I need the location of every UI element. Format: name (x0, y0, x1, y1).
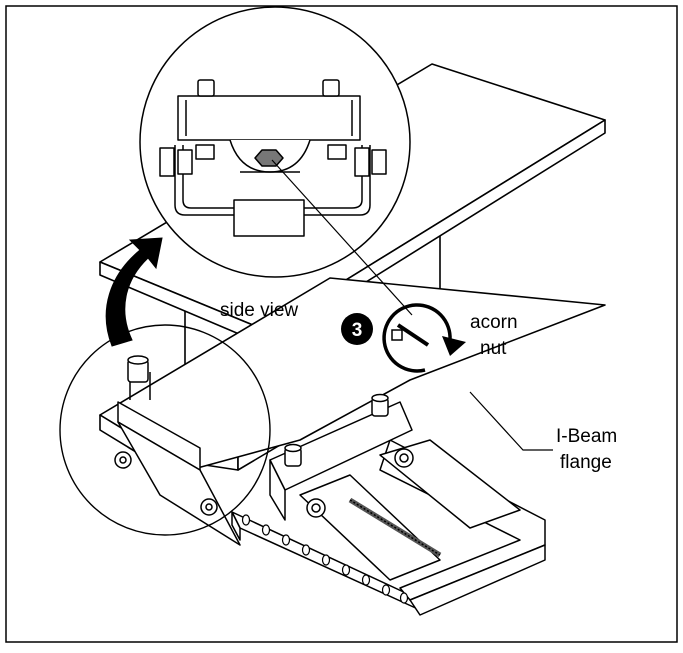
acorn-nut-label-line2: nut (480, 338, 507, 359)
flange-label-line2: flange (560, 452, 612, 473)
step-number: 3 (352, 320, 363, 341)
flange-label-line1: I-Beam (556, 426, 617, 447)
side-view-detail (139, 6, 411, 278)
acorn-nut-leader-line (271, 159, 413, 316)
flange-leader-line (469, 391, 553, 451)
zoom-arrow-icon (105, 237, 163, 347)
step-badge: 3 (341, 313, 373, 345)
figure-frame (5, 5, 678, 643)
mount-bolts (284, 393, 414, 518)
side-view-label: side view (220, 300, 298, 321)
left-clamp-bolts (114, 355, 218, 516)
acorn-nut-label-line1: acorn (470, 312, 518, 333)
threaded-rod (348, 497, 442, 558)
flange-label: I-Beam flange (556, 426, 623, 473)
bracket-holes (241, 514, 409, 604)
zoom-source-circle (59, 324, 271, 536)
acorn-nut-label: acorn nut (470, 312, 523, 359)
tighten-rotation-icon (382, 303, 466, 373)
